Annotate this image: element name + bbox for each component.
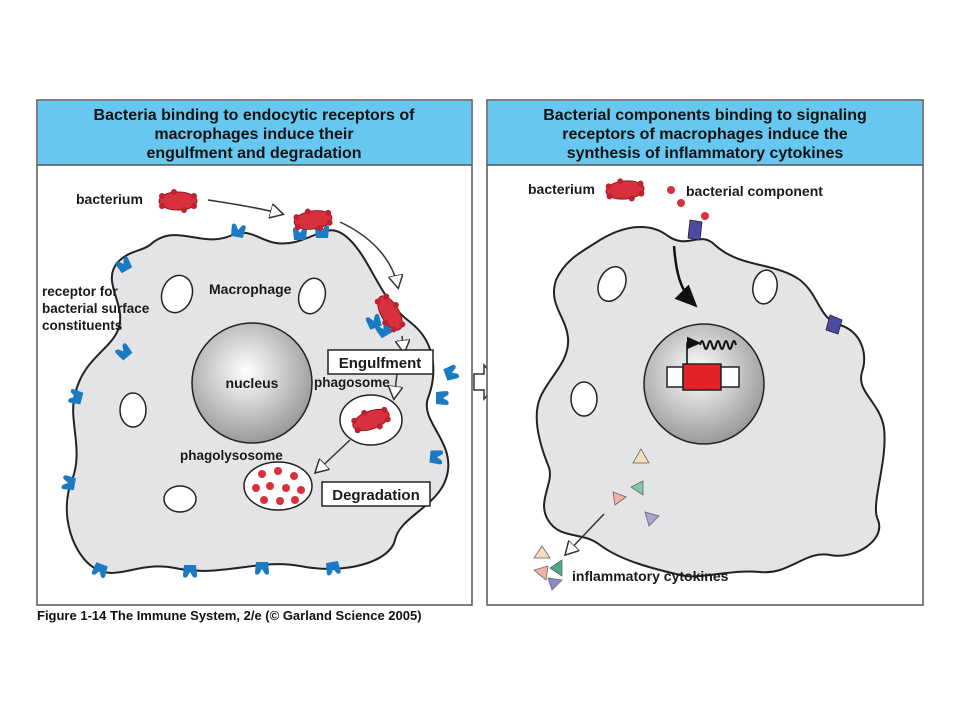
vacuole	[752, 269, 778, 305]
macrophage-label: Macrophage	[209, 281, 292, 297]
cytokine-icon	[547, 577, 563, 591]
mrna-icon	[699, 340, 737, 350]
figure-caption: Figure 1-14 The Immune System, 2/e (© Ga…	[37, 608, 422, 623]
signal-arrow-icon	[672, 245, 698, 308]
right-header-line-2: receptors of macrophages induce the	[562, 126, 848, 143]
signaling-receptor-icon	[825, 314, 843, 335]
cytokine-icon	[630, 480, 644, 496]
arrow-icon	[316, 439, 351, 472]
left-header-line-1: Bacteria binding to endocytic receptors …	[94, 107, 416, 124]
vacuole	[570, 381, 598, 417]
receptor-label-line-1: receptor for	[42, 284, 119, 299]
cytokine-icon	[612, 491, 627, 506]
cytokine-icon	[549, 559, 563, 577]
vacuole	[119, 392, 147, 428]
bacterial-component-icon	[667, 186, 675, 194]
nucleus-label: nucleus	[226, 375, 279, 391]
inflammatory-cytokines-label: inflammatory cytokines	[572, 568, 729, 584]
vacuole	[297, 277, 327, 315]
bacterium-label: bacterium	[76, 191, 143, 207]
engulfment-box	[327, 349, 434, 375]
left-header-line-3: engulfment and degradation	[146, 145, 361, 162]
cytokine-icon	[533, 545, 551, 559]
bacterial-component-label: bacterial component	[686, 183, 823, 199]
gene-red-segment	[682, 363, 722, 391]
bacterial-component-icon	[701, 212, 709, 220]
arrow-icon	[339, 221, 398, 287]
vacuole	[597, 266, 627, 302]
nucleus	[191, 322, 313, 444]
degradation-label: Degradation	[332, 487, 420, 504]
gene-box	[720, 366, 740, 388]
arrow-icon	[394, 373, 397, 398]
bacterium-label: bacterium	[528, 181, 595, 197]
phagosome-label: phagosome	[314, 375, 390, 390]
arrow-icon	[207, 199, 282, 214]
phagolysosome-label: phagolysosome	[180, 448, 283, 463]
vacuole	[163, 485, 197, 513]
signaling-receptor-icon	[687, 219, 703, 241]
right-panel: Bacterial components binding to signalin…	[486, 99, 924, 606]
receptor-label-line-2: bacterial surface	[42, 301, 150, 316]
left-header-band	[38, 101, 471, 165]
cytokine-icon	[533, 565, 549, 581]
degraded-particles	[252, 467, 305, 505]
cytokine-icon	[644, 511, 660, 527]
left-panel: Bacteria binding to endocytic receptors …	[36, 99, 473, 606]
secretion-arrow-icon	[566, 513, 605, 554]
transcription-arrow-icon	[686, 336, 702, 364]
bacterial-component-icon	[677, 199, 685, 207]
engulfment-label: Engulfment	[339, 355, 422, 372]
degradation-box	[321, 481, 431, 507]
receptor-label-line-3: constituents	[42, 318, 122, 333]
gene-box	[666, 366, 684, 388]
left-header-line-2: macrophages induce their	[154, 126, 353, 143]
cytokine-icon	[632, 448, 650, 464]
right-header-line-3: synthesis of inflammatory cytokines	[567, 145, 844, 162]
right-header-band	[488, 101, 922, 165]
right-header-line-1: Bacterial components binding to signalin…	[543, 107, 867, 124]
vacuole	[160, 274, 194, 314]
